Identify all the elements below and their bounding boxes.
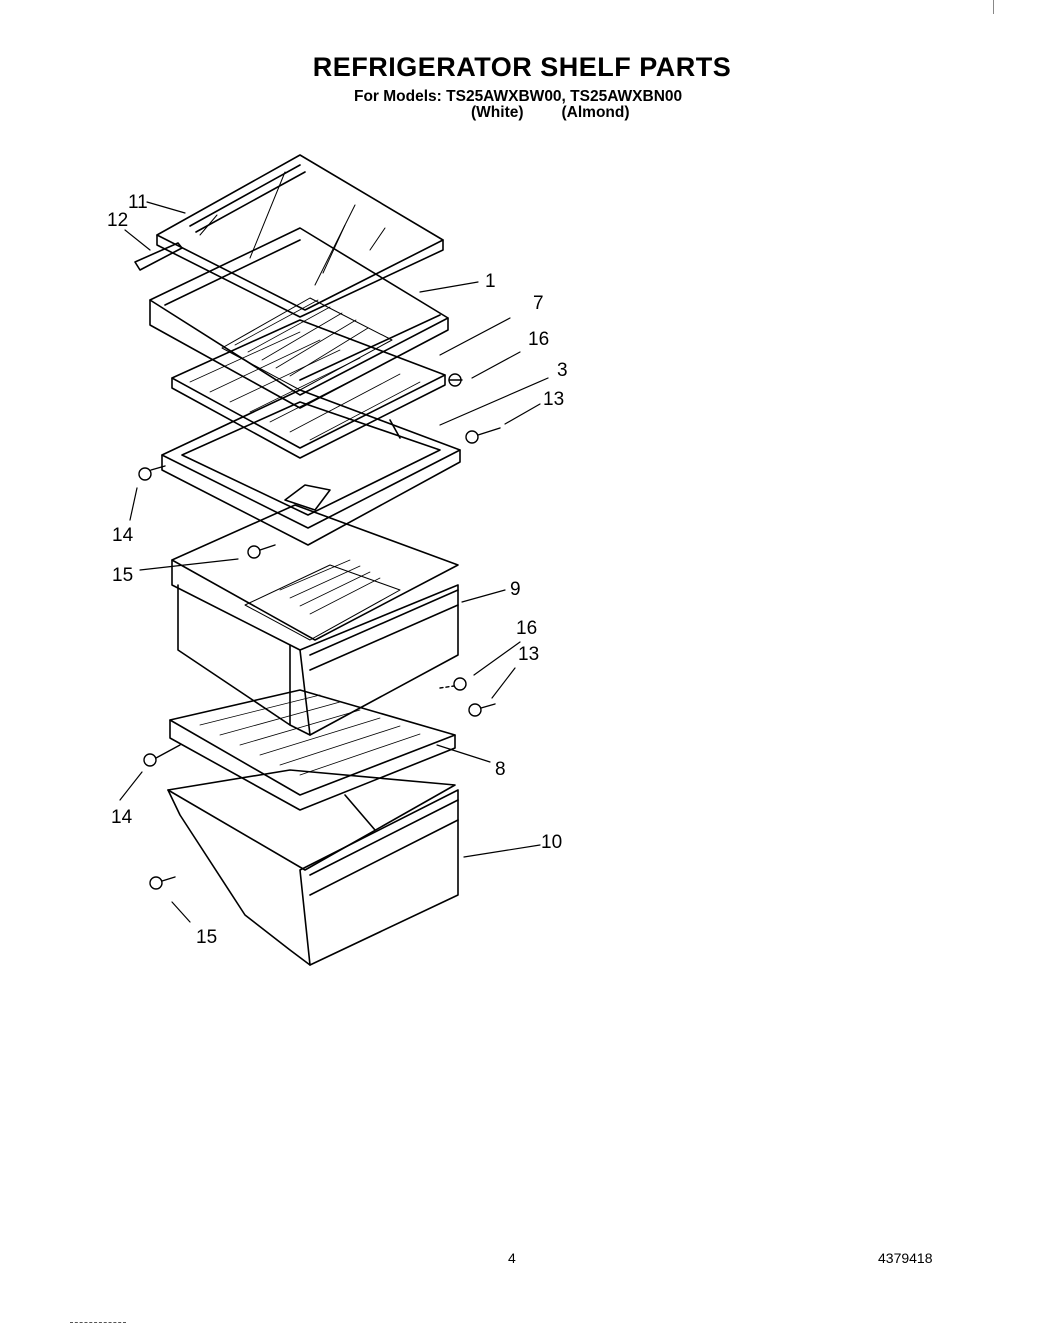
callout-13-lower: 13 [518, 644, 539, 665]
crisper-cover-frame [161, 389, 461, 546]
clip-16-upper [448, 373, 463, 387]
variant-white: (White) [471, 104, 524, 121]
callout-3: 3 [557, 360, 568, 381]
glass-shelf-assembly [134, 154, 449, 409]
callout-10: 10 [541, 832, 562, 853]
shelf-trim-strip [134, 242, 183, 271]
clip-16-lower [439, 677, 467, 691]
callout-11: 11 [128, 192, 148, 213]
variant-almond: (Almond) [561, 104, 630, 121]
lower-crisper-cover [169, 689, 456, 811]
screw-15-lower [149, 876, 176, 890]
callout-9: 9 [510, 579, 521, 600]
glass-shelf-top [156, 154, 444, 311]
fasteners [138, 373, 501, 890]
callout-1: 1 [485, 271, 496, 292]
callout-labels: 11 12 1 7 16 3 13 14 15 9 16 13 8 14 10 … [107, 192, 568, 948]
callout-14-upper: 14 [112, 525, 134, 546]
footer-dash [70, 1322, 126, 1323]
screw-13-upper [465, 427, 501, 444]
screw-15-upper [247, 544, 276, 559]
screw-14-lower [143, 744, 181, 767]
callout-7: 7 [533, 293, 544, 314]
callout-15-lower: 15 [196, 927, 217, 948]
callout-13-upper: 13 [543, 389, 564, 410]
upper-crisper-drawer [171, 504, 459, 736]
document-number: 4379418 [878, 1250, 933, 1266]
screw-13-lower [468, 703, 496, 717]
corner-tick-mark [993, 0, 994, 14]
crisper-cover [171, 319, 446, 459]
color-variants: (White) (Almond) [471, 104, 630, 122]
shelf-frame [149, 227, 449, 396]
models-line: For Models: TS25AWXBW00, TS25AWXBN00 [354, 88, 683, 105]
page-title: REFRIGERATOR SHELF PARTS [312, 52, 732, 82]
callout-16-lower: 16 [516, 618, 537, 639]
screw-14-upper [138, 465, 166, 481]
callout-8: 8 [495, 759, 506, 780]
callout-14-lower: 14 [111, 807, 133, 828]
callout-15-upper: 15 [112, 565, 133, 586]
callout-16-upper: 16 [528, 329, 549, 350]
callout-12: 12 [107, 210, 128, 231]
page-number: 4 [508, 1250, 516, 1266]
leader-lines [119, 201, 549, 923]
lower-crisper-drawer [167, 769, 459, 966]
